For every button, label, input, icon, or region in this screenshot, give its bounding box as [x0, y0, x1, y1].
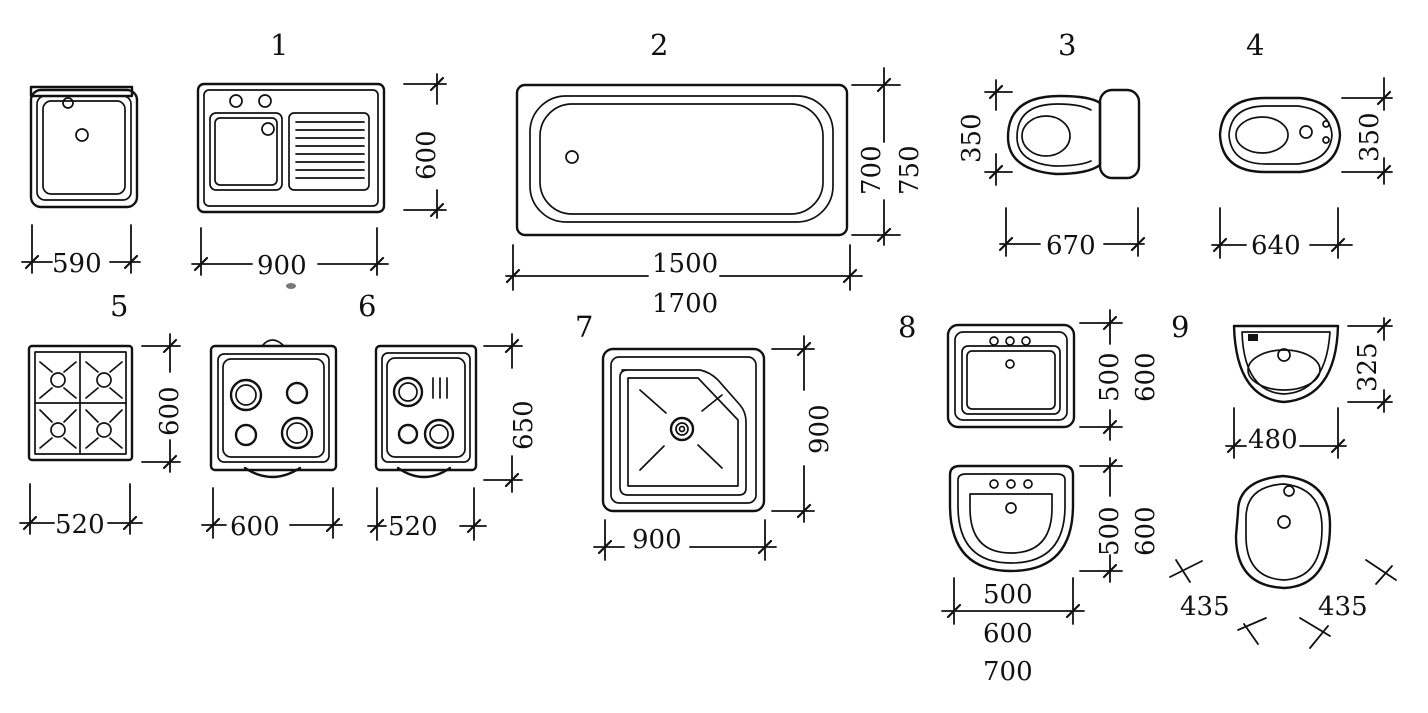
corner-washbasin-drawing [1234, 474, 1332, 590]
label-item-8: 8 [898, 310, 916, 344]
dim-sink-drainer-width: 900 [191, 227, 389, 281]
dim-label-350-toilet: 350 [957, 113, 987, 163]
toilet-drawing [1006, 88, 1141, 180]
dim-label-700-basin-w: 700 [983, 657, 1033, 687]
dim-label-520-stove: 520 [55, 510, 105, 540]
dim-corner-washbasin-left: 435 [1169, 559, 1267, 645]
electric-stove-drawing [209, 339, 338, 479]
dim-small-stove-depth: 650 [483, 333, 539, 493]
sink-with-drainer-drawing [196, 82, 386, 214]
dim-label-640: 640 [1251, 231, 1301, 261]
bathtub-drawing [515, 83, 849, 237]
dim-label-600-basin-w: 600 [983, 619, 1033, 649]
dim-label-500-basin-w: 500 [983, 580, 1033, 610]
small-stove-drawing [374, 344, 478, 479]
wall-washbasin-drawing [1232, 324, 1340, 404]
dim-label-1700: 1700 [652, 289, 718, 319]
dim-label-435-right: 435 [1318, 592, 1368, 622]
gas-stove-drawing [27, 344, 134, 462]
dim-small-sink-width: 590 [21, 224, 141, 279]
dim-wall-washbasin-depth: 325 [1347, 317, 1393, 413]
dim-label-650: 650 [509, 400, 539, 450]
dim-round-washbasin-width: 500 600 700 [941, 577, 1085, 687]
label-item-6: 6 [358, 289, 376, 323]
dim-label-900-shower-h: 900 [632, 525, 682, 555]
dim-sink-drainer-depth: 600 [403, 73, 447, 219]
round-washbasin-drawing [948, 464, 1075, 573]
dim-bathtub-length: 1500 1700 [505, 244, 863, 319]
label-item-9: 9 [1171, 310, 1189, 344]
dim-label-350-bidet: 350 [1355, 112, 1385, 162]
label-item-7: 7 [575, 310, 593, 344]
dim-label-590: 590 [52, 249, 102, 279]
dim-corner-washbasin-right: 435 [1299, 559, 1397, 649]
dim-toilet-length: 670 [998, 207, 1146, 261]
dim-label-600-stove2: 600 [230, 512, 280, 542]
dim-label-480: 480 [1248, 425, 1298, 455]
dim-toilet-depth: 350 [957, 79, 1013, 186]
bidet-drawing [1218, 96, 1342, 174]
dim-gas-stove-depth: 600 [141, 333, 185, 473]
dim-label-900-shower-v: 900 [805, 404, 835, 454]
label-item-3: 3 [1058, 28, 1076, 62]
dim-bidet-length: 640 [1211, 207, 1353, 261]
dim-label-500-basin-rect: 500 [1095, 352, 1125, 402]
label-item-1: 1 [270, 28, 288, 62]
dim-round-washbasin-depth: 500 600 [1079, 457, 1161, 583]
dim-label-700: 700 [857, 145, 887, 195]
dim-label-750: 750 [895, 145, 925, 195]
dim-label-325: 325 [1353, 342, 1383, 392]
dim-label-520-stove2: 520 [388, 512, 438, 542]
dim-label-600-sink: 600 [412, 130, 442, 180]
label-item-5: 5 [110, 289, 128, 323]
dim-rect-washbasin-depth: 500 600 [1079, 309, 1161, 441]
scan-speck [286, 283, 296, 289]
dim-label-1500: 1500 [652, 249, 718, 279]
dim-electric-stove-width: 600 [201, 487, 343, 542]
label-item-4: 4 [1246, 28, 1264, 62]
dim-label-670: 670 [1046, 231, 1096, 261]
dim-label-500-basin-round: 500 [1095, 506, 1125, 556]
dim-label-900-sink: 900 [257, 251, 307, 281]
dim-label-435-left: 435 [1180, 592, 1230, 622]
dim-wall-washbasin-width: 480 [1225, 407, 1347, 459]
dim-label-600-basin-rect: 600 [1131, 352, 1161, 402]
dim-shower-depth: 900 [771, 335, 835, 523]
shower-tray-drawing [601, 347, 766, 513]
dim-label-600-basin-round: 600 [1131, 506, 1161, 556]
rect-washbasin-drawing [946, 323, 1076, 429]
dim-shower-width: 900 [593, 519, 777, 561]
small-sink-drawing [29, 85, 139, 209]
dim-gas-stove-width: 520 [19, 483, 143, 540]
dim-small-stove-width: 520 [367, 487, 487, 542]
label-item-2: 2 [650, 28, 668, 62]
dim-label-600-stove: 600 [155, 386, 185, 436]
dim-bathtub-width: 700 750 [851, 67, 925, 246]
dim-bidet-depth: 350 [1341, 77, 1393, 185]
